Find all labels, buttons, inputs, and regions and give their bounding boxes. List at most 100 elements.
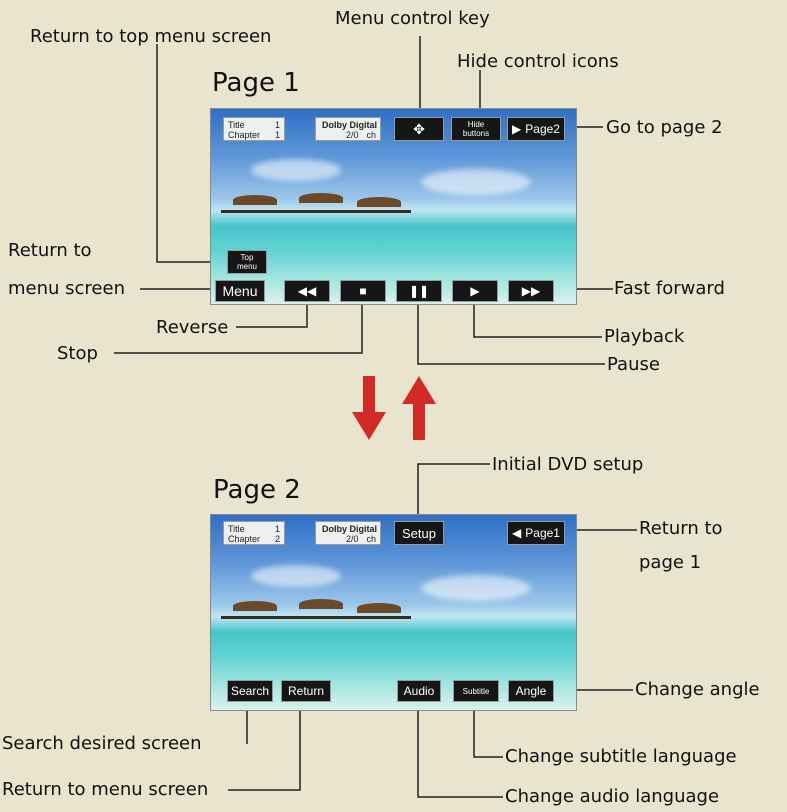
title-number: 1	[274, 524, 280, 534]
hide-buttons-button[interactable]: Hide buttons	[451, 117, 501, 141]
line-playback	[473, 300, 602, 338]
setup-button-label: Setup	[402, 525, 436, 541]
menu-control-key-button[interactable]: ✥	[394, 117, 444, 141]
cloud	[251, 159, 341, 181]
line-reverse	[236, 300, 308, 328]
label-playback: Playback	[604, 326, 685, 347]
fast-forward-icon: ▶▶	[521, 284, 541, 298]
label-change-subtitle: Change subtitle language	[505, 746, 737, 767]
pause-button[interactable]: ❚❚	[396, 280, 442, 302]
channel-unit: ch	[366, 534, 376, 544]
label-menu-screen: menu screen	[8, 278, 125, 299]
label-hide-control-icons: Hide control icons	[457, 51, 619, 72]
reverse-button[interactable]: ◀◀	[284, 280, 330, 302]
angle-button-label: Angle	[515, 684, 547, 698]
line-stop	[114, 300, 363, 354]
chapter-label: Chapter	[228, 534, 261, 544]
cloud	[421, 575, 531, 601]
channel-unit: ch	[366, 130, 376, 140]
title-label: Title	[228, 120, 245, 130]
label-search-desired: Search desired screen	[2, 733, 202, 754]
subtitle-button-label: Subtitle	[462, 686, 490, 696]
label-pause: Pause	[607, 354, 660, 375]
title-label: Title	[228, 524, 245, 534]
bungalow	[299, 599, 343, 609]
arrow-down-icon	[352, 376, 386, 440]
line-pause	[417, 300, 605, 365]
chapter-label: Chapter	[228, 130, 261, 140]
label-return-menu-screen: Return to menu screen	[2, 779, 209, 800]
audio-format-label: Dolby Digital	[322, 120, 378, 130]
rewind-icon: ◀◀	[297, 284, 317, 298]
channel-value: 2/0	[346, 534, 359, 544]
page2-label: Page 2	[213, 475, 301, 505]
return-button-label: Return	[287, 684, 325, 698]
label-menu-control-key: Menu control key	[335, 8, 490, 29]
page1-screen: Title 1 Chapter 1 Dolby Digital 2/0 ch ✥…	[210, 108, 577, 305]
stop-icon: ■	[359, 284, 367, 298]
dpad-icon: ✥	[413, 120, 425, 137]
title-chapter-info: Title 1 Chapter 1	[223, 117, 285, 141]
page2-button-label: Page2	[525, 122, 560, 136]
setup-button[interactable]: Setup	[394, 521, 444, 545]
line-dvd-setup	[417, 463, 490, 516]
return-button[interactable]: Return	[281, 680, 331, 702]
page1-label: Page 1	[212, 68, 300, 98]
cloud	[421, 169, 531, 195]
chapter-number: 2	[274, 534, 280, 544]
play-icon: ▶	[470, 284, 480, 298]
audio-button-label: Audio	[403, 684, 435, 698]
bungalow	[233, 195, 277, 205]
pier	[221, 616, 411, 619]
label-fast-forward: Fast forward	[614, 278, 725, 299]
channel-value: 2/0	[346, 130, 359, 140]
bungalow	[233, 601, 277, 611]
line-audio	[417, 701, 503, 798]
audio-format-label: Dolby Digital	[322, 524, 378, 534]
chapter-number: 1	[274, 130, 280, 140]
cloud	[251, 565, 341, 587]
hide-label-2: buttons	[462, 129, 490, 138]
menu-button-label: Menu	[222, 283, 258, 299]
label-change-audio: Change audio language	[505, 786, 720, 807]
stop-button[interactable]: ■	[340, 280, 386, 302]
line-subtitle	[473, 701, 503, 758]
label-return-to: Return to	[8, 240, 92, 261]
audio-format-info: Dolby Digital 2/0 ch	[315, 521, 381, 545]
pause-icon: ❚❚	[408, 284, 430, 298]
bungalow	[357, 197, 401, 207]
play-left-icon: ◀	[512, 526, 522, 540]
bungalow	[357, 603, 401, 613]
search-button[interactable]: Search	[227, 680, 273, 702]
label-change-angle: Change angle	[635, 679, 760, 700]
playback-button[interactable]: ▶	[452, 280, 498, 302]
page2-screen: Title 1 Chapter 2 Dolby Digital 2/0 ch S…	[210, 514, 577, 711]
audio-format-info: Dolby Digital 2/0 ch	[315, 117, 381, 141]
arrow-up-icon	[402, 376, 436, 440]
pier	[221, 210, 411, 213]
title-number: 1	[274, 120, 280, 130]
label-stop: Stop	[57, 343, 98, 364]
line-return-menu	[228, 701, 301, 791]
hide-label-1: Hide	[467, 120, 485, 129]
menu-button[interactable]: Menu	[215, 280, 265, 302]
top-menu-label-2: menu	[236, 262, 257, 271]
top-menu-button[interactable]: Top menu	[227, 250, 267, 274]
page-switch-arrows	[352, 376, 436, 440]
label-return-page1-2: page 1	[639, 552, 702, 573]
line-top-menu	[156, 44, 226, 263]
angle-button[interactable]: Angle	[508, 680, 554, 702]
title-chapter-info: Title 1 Chapter 2	[223, 521, 285, 545]
label-return-page1-1: Return to	[639, 518, 723, 539]
top-menu-label-1: Top	[240, 253, 254, 262]
label-go-page2: Go to page 2	[606, 117, 723, 138]
label-return-top-menu: Return to top menu screen	[30, 26, 272, 47]
go-page2-button[interactable]: ▶ Page2	[507, 117, 565, 141]
label-initial-dvd-setup: Initial DVD setup	[492, 454, 644, 475]
play-right-icon: ▶	[512, 122, 522, 136]
fast-forward-button[interactable]: ▶▶	[508, 280, 554, 302]
go-page1-button[interactable]: ◀ Page1	[507, 521, 565, 545]
subtitle-button[interactable]: Subtitle	[453, 680, 499, 702]
audio-button[interactable]: Audio	[397, 680, 441, 702]
search-button-label: Search	[230, 684, 270, 698]
